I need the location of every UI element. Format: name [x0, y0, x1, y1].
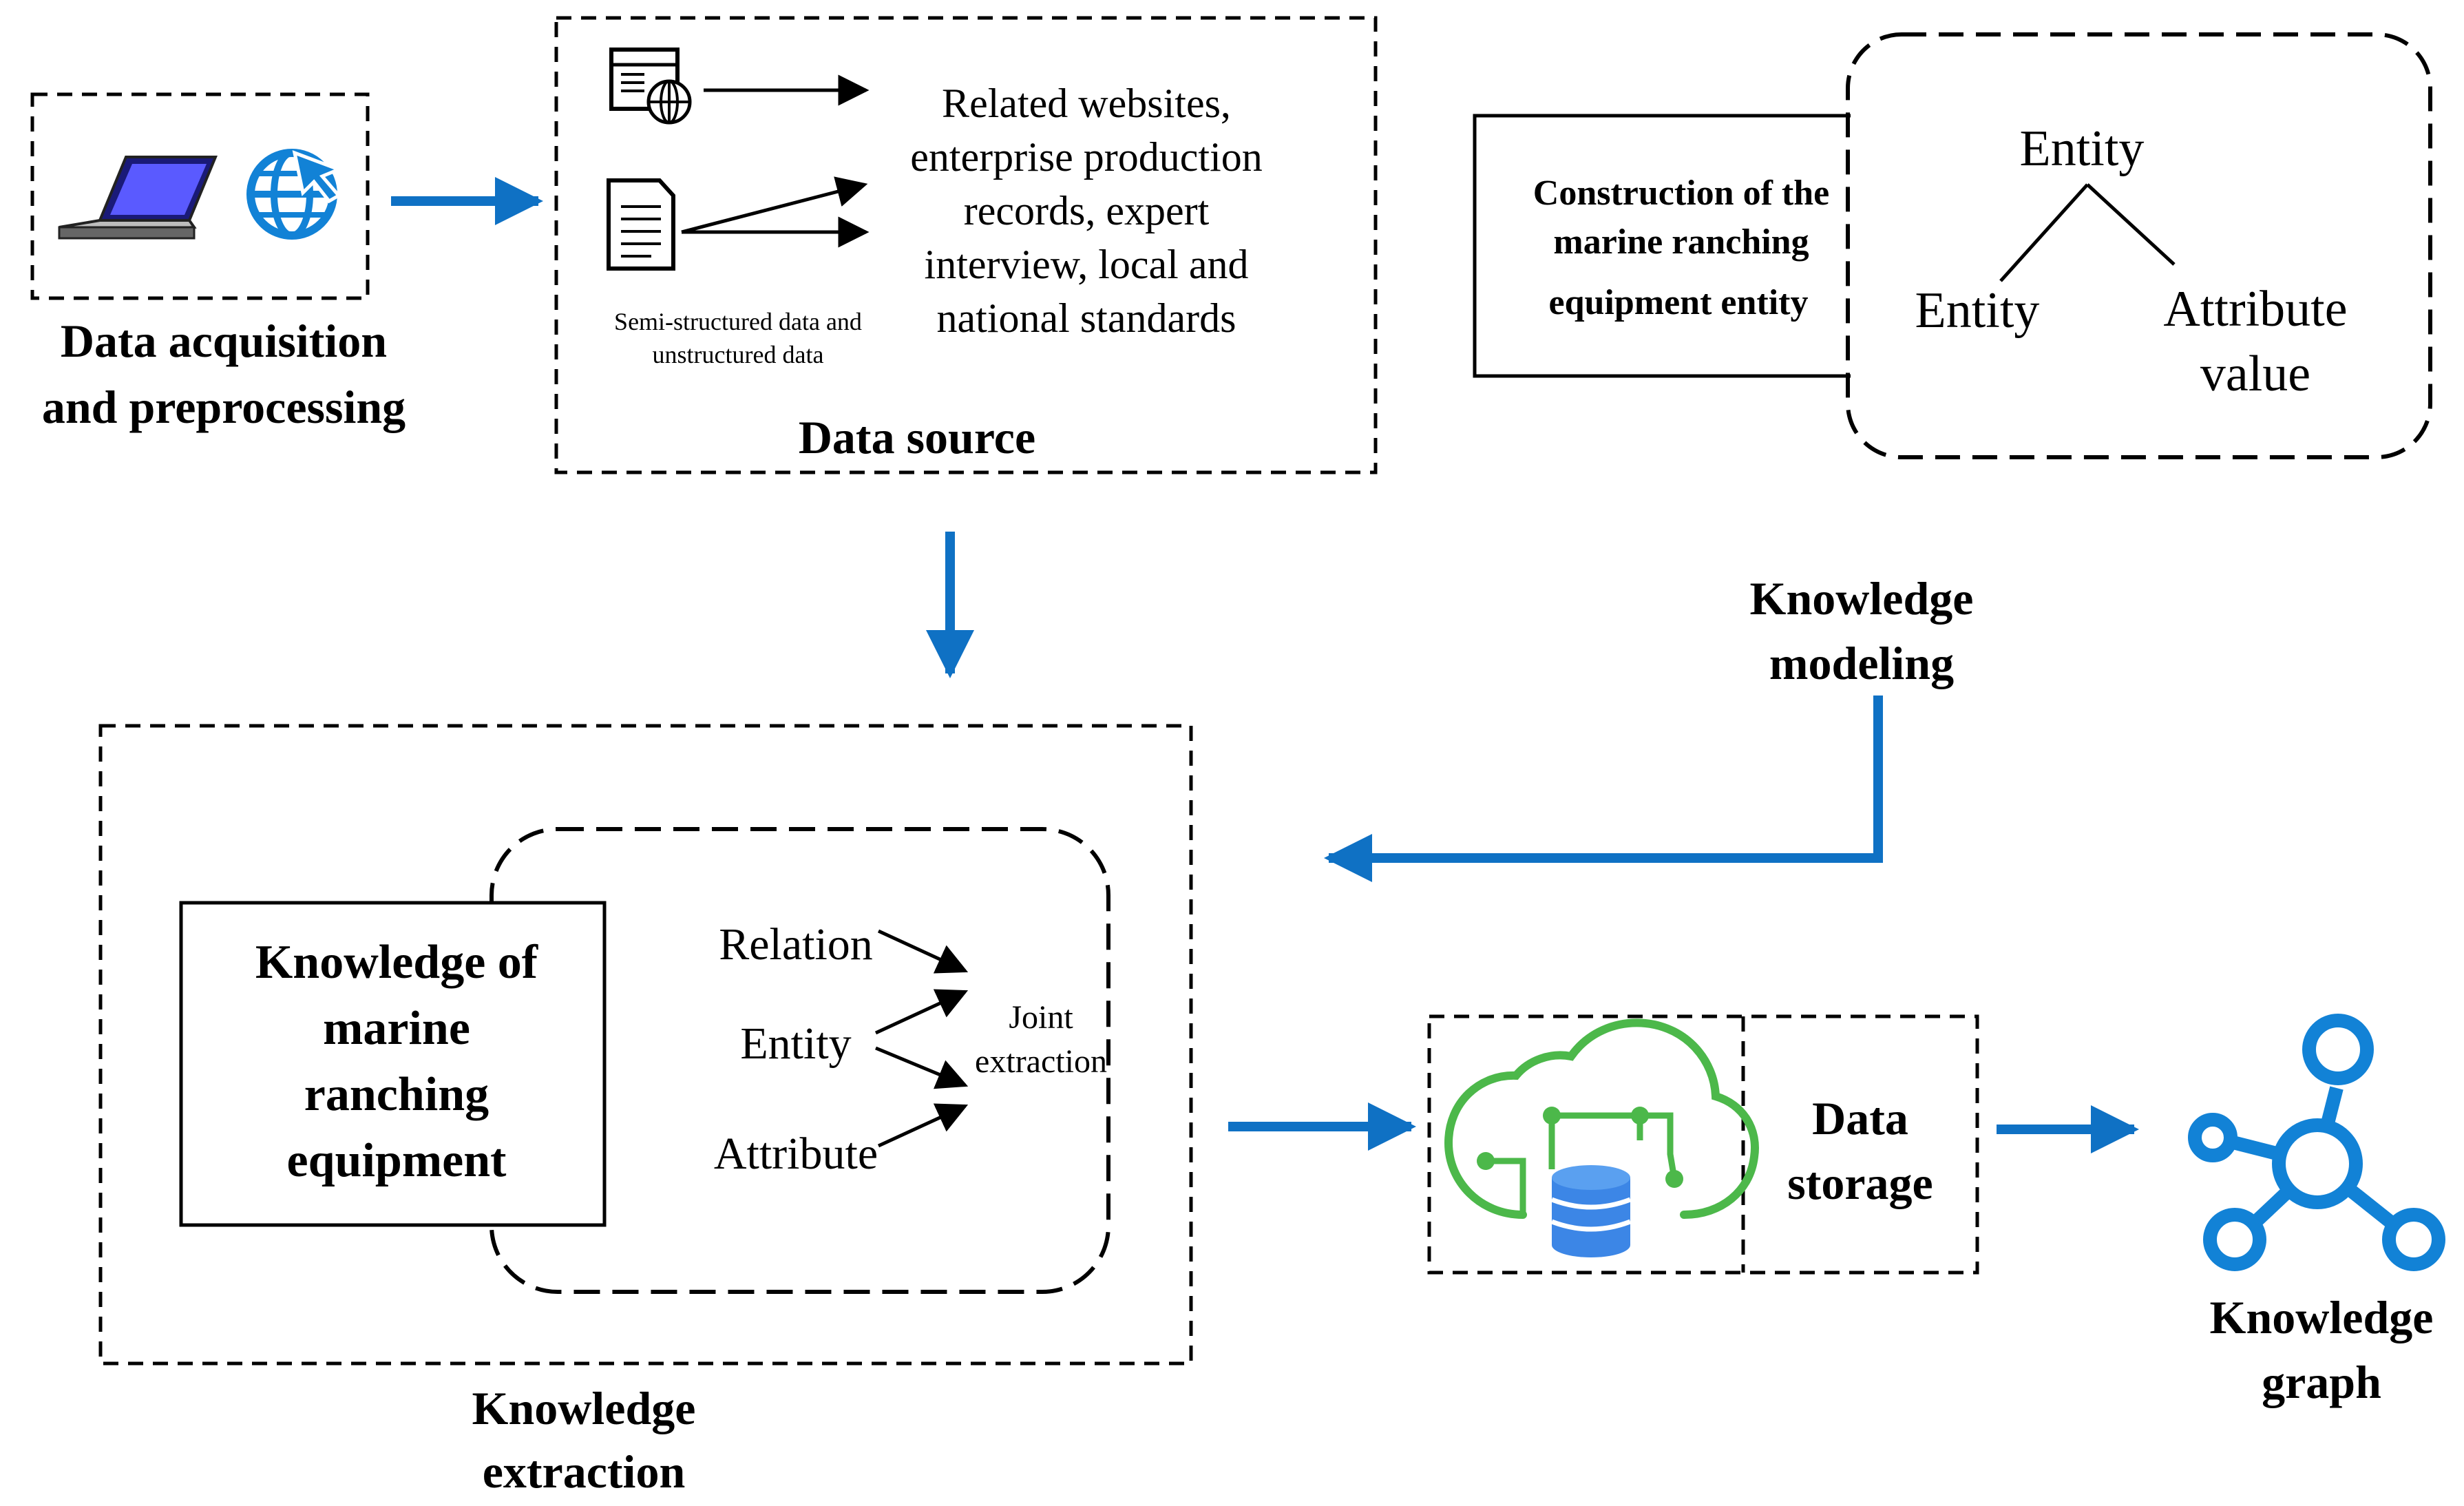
joint-extraction-line1: Joint: [1009, 999, 1073, 1036]
storage-box: [1427, 1014, 1979, 1275]
knowledge-extraction-label-line2: extraction: [483, 1445, 686, 1498]
knowledge-graph-icon: [2188, 1014, 2445, 1271]
document-icon: [607, 178, 675, 271]
extraction-outer-box: [98, 724, 1193, 1366]
knowledge-extraction-label-line1: Knowledge: [472, 1382, 696, 1434]
equipment-knowledge-box: [179, 901, 607, 1227]
extraction-item-relation: Relation: [719, 919, 873, 970]
acquisition-group: Data acquisition and preprocessing: [30, 92, 406, 433]
web-page-icon: [609, 48, 692, 125]
arrow-attribute-to-joint: [877, 1103, 969, 1148]
data-storage-label-line1: Data: [1812, 1092, 1908, 1144]
tree-right-line1: Attribute: [2163, 281, 2347, 337]
knowledge-extraction-group: Knowledge of marine ranching equipment R…: [98, 724, 1193, 1498]
data-storage-label-line2: storage: [1787, 1157, 1933, 1209]
data-source-group: Semi-structured data and unstructured da…: [554, 16, 1378, 474]
arrow-relation-to-joint: [877, 929, 969, 974]
joint-extraction-line2: extraction: [975, 1043, 1107, 1080]
data-source-title: Data source: [799, 411, 1035, 463]
sources-line-1: Related websites,: [942, 81, 1231, 126]
construction-box: [1473, 114, 1851, 378]
globe-cursor-icon: [246, 149, 344, 240]
arrow-modeling-to-extraction: [1324, 696, 1883, 882]
knowledge-modeling-label-line1: Knowledge: [1750, 572, 1974, 625]
sources-line-2: enterprise production: [910, 134, 1263, 180]
laptop-icon: [58, 156, 218, 240]
tree-right-line2: value: [2200, 346, 2310, 402]
doc-label-line1: Semi-structured data and: [614, 308, 862, 335]
construction-line1: Construction of the: [1533, 174, 1829, 213]
construction-line3: equipment entity: [1549, 283, 1809, 322]
sources-line-5: national standards: [937, 295, 1236, 341]
knowledge-graph-label-line2: graph: [2262, 1356, 2381, 1408]
equipment-box-line2: marine: [323, 1002, 470, 1055]
extraction-item-entity: Entity: [740, 1018, 851, 1069]
sources-line-4: interview, local and: [925, 242, 1249, 287]
sources-line-3: records, expert: [964, 188, 1210, 233]
tree-root-entity: Entity: [2020, 121, 2145, 177]
tree-branch-left: [1999, 183, 2089, 282]
arrow-entity-to-joint-upper: [874, 989, 969, 1035]
data-storage-group: Data storage: [1427, 1014, 1979, 1275]
construction-line2: marine ranching: [1553, 222, 1809, 262]
acquisition-label-line2: and preprocessing: [42, 381, 406, 433]
doc-label-line2: unstructured data: [653, 341, 824, 368]
tree-branch-right: [2086, 183, 2176, 266]
entity-tree-box: [1846, 32, 2432, 459]
knowledge-modeling-group: Construction of the marine ranching equi…: [1473, 32, 2432, 689]
equipment-box-line3: ranching: [304, 1068, 489, 1121]
knowledge-modeling-label-line2: modeling: [1769, 637, 1954, 689]
arrow-entity-to-joint-lower: [875, 1046, 969, 1089]
knowledge-graph-group: Knowledge graph: [2188, 1014, 2445, 1408]
equipment-box-line4: equipment: [287, 1134, 507, 1187]
acquisition-box: [30, 92, 370, 300]
tree-left-entity: Entity: [1915, 282, 2040, 339]
knowledge-graph-label-line1: Knowledge: [2210, 1291, 2434, 1343]
arrow-doc-to-sources-upper: [681, 176, 868, 234]
acquisition-label-line1: Data acquisition: [61, 315, 387, 367]
cloud-database-icon: [1444, 1018, 1759, 1257]
extraction-item-attribute: Attribute: [714, 1129, 878, 1179]
equipment-box-line1: Knowledge of: [255, 936, 538, 989]
data-source-box: [554, 16, 1378, 474]
